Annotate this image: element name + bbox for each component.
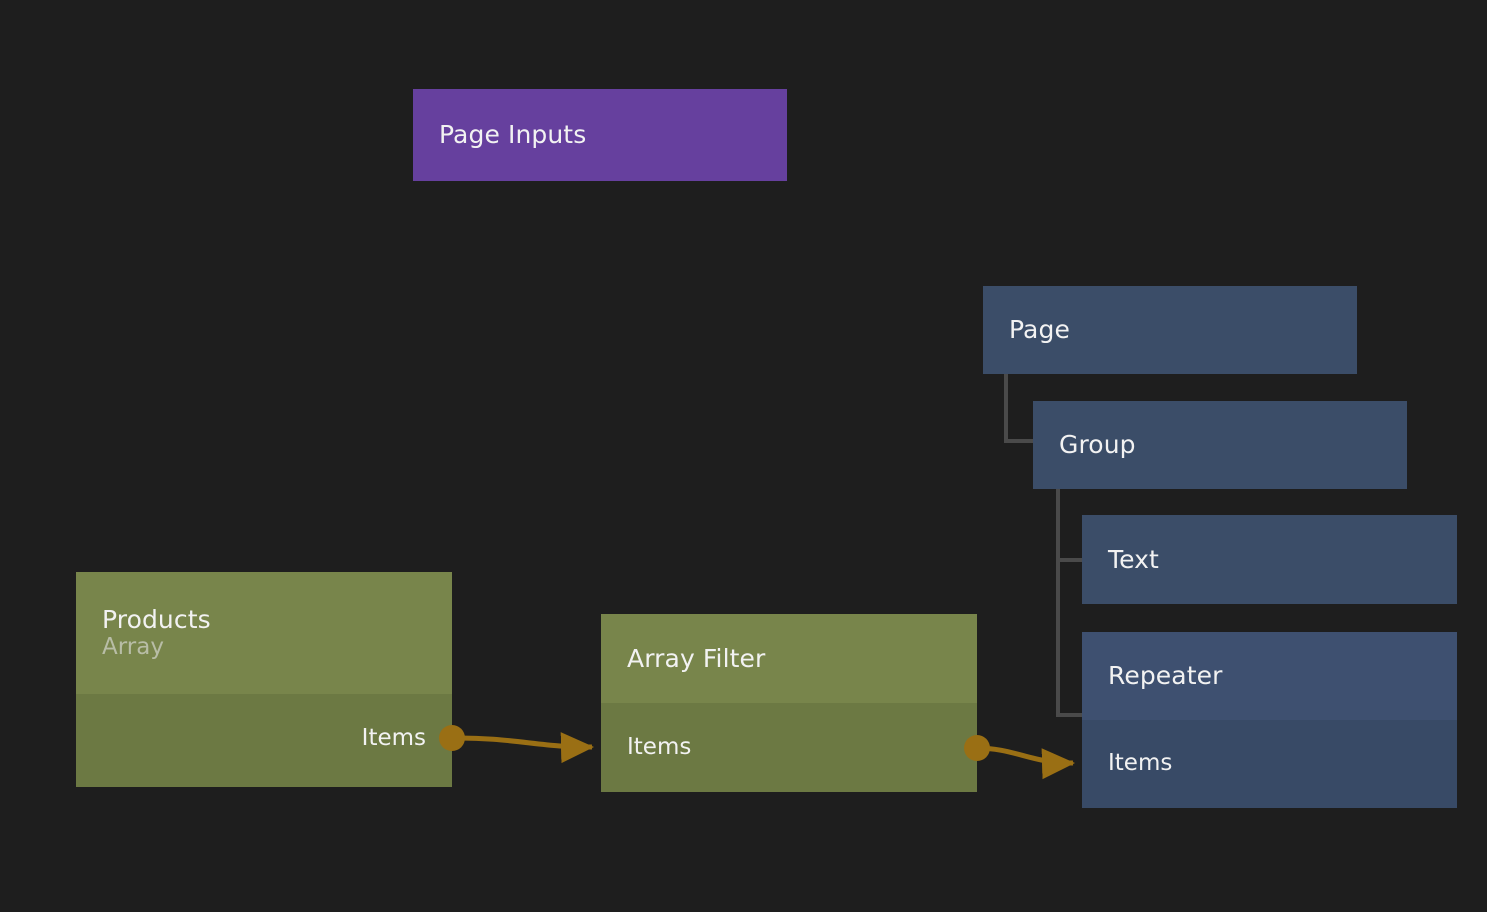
node-page[interactable]: Page	[983, 286, 1357, 374]
edge-path-array-filter-to-repeater	[976, 745, 1075, 780]
node-products-body: Items	[76, 694, 452, 787]
node-page-header: Page	[983, 286, 1357, 374]
node-products-header: Products Array	[76, 572, 452, 694]
node-array-filter-title: Array Filter	[627, 643, 766, 673]
node-group[interactable]: Group	[1033, 401, 1407, 489]
edge-path-products-to-array-filter	[451, 732, 594, 764]
port-row-repeater-items-in[interactable]: Items	[1108, 750, 1172, 776]
node-products[interactable]: Products Array Items	[76, 572, 452, 787]
node-page-title: Page	[1009, 315, 1070, 345]
node-text[interactable]: Text	[1082, 515, 1457, 604]
port-label-products-items: Items	[361, 724, 426, 751]
node-text-header: Text	[1082, 515, 1457, 604]
node-page-inputs-title: Page Inputs	[439, 120, 587, 150]
node-page-inputs[interactable]: Page Inputs	[413, 89, 787, 181]
node-repeater[interactable]: Repeater Items	[1082, 632, 1457, 808]
node-array-filter-body: Items	[601, 703, 977, 792]
tree-connector-page-to-group	[1004, 374, 1033, 443]
node-group-title: Group	[1059, 430, 1136, 460]
node-text-title: Text	[1108, 544, 1159, 574]
node-products-subtitle: Array	[102, 634, 164, 661]
tree-connector-group-trunk	[1056, 489, 1082, 717]
node-repeater-body: Items	[1082, 720, 1457, 808]
node-page-inputs-header: Page Inputs	[413, 89, 787, 181]
port-label-repeater-items: Items	[1108, 749, 1173, 776]
port-row-products-items-out[interactable]: Items	[362, 725, 426, 751]
node-array-filter[interactable]: Array Filter Items	[601, 614, 977, 792]
node-repeater-title: Repeater	[1108, 661, 1223, 691]
port-label-array-filter-items: Items	[627, 733, 692, 760]
edge-products-to-array-filter[interactable]	[439, 725, 594, 764]
edge-array-filter-to-repeater[interactable]	[964, 735, 1075, 780]
node-repeater-header: Repeater	[1082, 632, 1457, 720]
node-products-title: Products	[102, 604, 211, 634]
port-row-array-filter-items-in[interactable]: Items	[627, 734, 691, 760]
node-group-header: Group	[1033, 401, 1407, 489]
node-array-filter-header: Array Filter	[601, 614, 977, 703]
